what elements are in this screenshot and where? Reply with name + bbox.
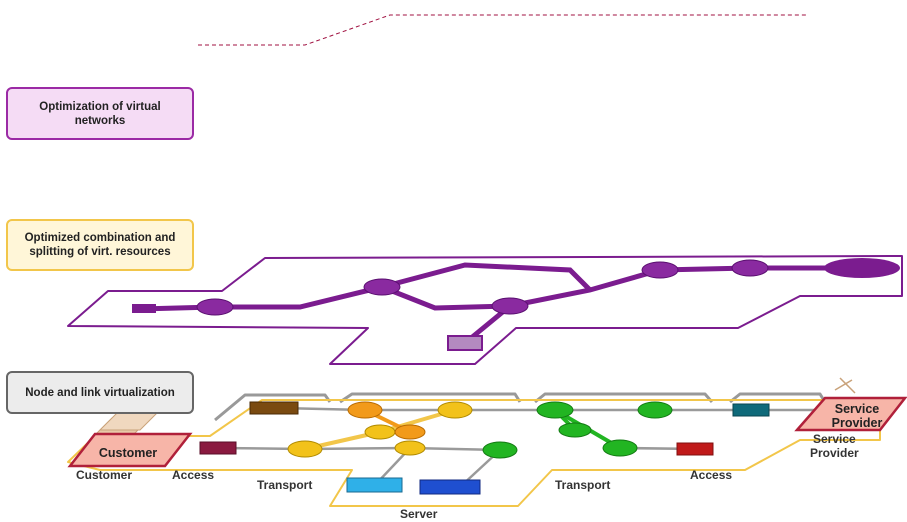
combination-box: Optimized combination and splitting of v…: [6, 219, 194, 271]
virtual-access-node: [132, 304, 156, 313]
server-icon: [419, 479, 481, 495]
virtual-network-outline: [67, 255, 903, 365]
switch-icon: [676, 442, 714, 456]
customer-tag: Customer: [88, 446, 168, 460]
customer-tag-text: Customer: [98, 446, 158, 460]
router-icon: [287, 440, 323, 458]
router-icon: [731, 259, 769, 277]
virtual-endpoint-node: [824, 258, 900, 278]
combination-text: Optimized combination and splitting of v…: [24, 232, 176, 258]
virtual-networks-box: Optimization of virtual networks: [6, 87, 194, 140]
router-icon: [641, 261, 679, 279]
virtual-networks-text: Optimization of virtual networks: [39, 100, 161, 127]
router-icon: [394, 424, 426, 440]
router-icon: [347, 401, 383, 419]
router-icon: [482, 441, 518, 459]
physical-switch-nodes: [199, 401, 770, 456]
service-provider-icon: [834, 377, 856, 394]
server-icon: [346, 477, 403, 493]
label-transport-right: Transport: [555, 478, 611, 492]
switch-icon: [199, 441, 237, 455]
dashed-connector: [198, 14, 808, 46]
router-icon: [394, 440, 426, 456]
switch-icon: [249, 401, 299, 415]
router-icon: [491, 297, 529, 315]
router-icon: [637, 401, 673, 419]
customer-building: [90, 411, 160, 439]
domain-outlines: [214, 392, 827, 422]
label-access-left: Access: [172, 468, 215, 482]
label-transport-left: Transport: [257, 478, 313, 492]
label-server: Server: [400, 507, 438, 521]
service-provider-tag-text: Service Provider: [831, 402, 883, 430]
virtual-router-nodes: [196, 259, 769, 316]
router-icon: [558, 422, 592, 438]
physical-network-outline: [67, 399, 881, 507]
virtual-server-node: [447, 335, 483, 351]
label-service-provider: Service Provider: [810, 432, 859, 460]
switch-icon: [732, 403, 770, 417]
label-access-right: Access: [690, 468, 733, 482]
router-icon: [364, 424, 396, 440]
router-icon: [437, 401, 473, 419]
server-nodes: [346, 477, 481, 495]
router-icon: [363, 278, 401, 296]
router-icon: [602, 439, 638, 457]
service-provider-tag: Service Provider: [818, 402, 896, 430]
physical-router-nodes: [287, 401, 673, 459]
label-customer: Customer: [76, 468, 133, 482]
router-icon: [536, 401, 574, 419]
router-icon: [196, 298, 234, 316]
node-link-text: Node and link virtualization: [25, 386, 175, 399]
node-link-box: Node and link virtualization: [6, 371, 194, 414]
